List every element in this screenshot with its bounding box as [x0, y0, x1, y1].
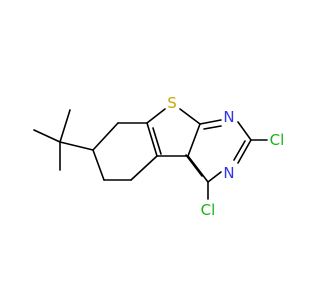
bond-thiophene-s-c7a [179, 108, 201, 125]
bond-pyrimidine-c4-c4a [187, 155, 209, 183]
bond-ring-c8a-c4b [146, 122, 158, 157]
chlorine-atom-label-right: Cl [270, 131, 285, 149]
bond-ring-c8a-c4b-double [152, 127, 162, 155]
nitrogen-atom-label-2: N [223, 164, 234, 182]
bond-tbu-methyl-left [33, 129, 61, 143]
bond-pyrimidine-c4-c4a-double [185, 154, 203, 177]
bond-pyrimidine-n1-c2 [237, 121, 252, 141]
bond-thiophene-c7a-c4a [187, 123, 201, 157]
bond-ring-c4b-c5 [130, 155, 158, 181]
atom-labels: S N N Cl Cl [167, 94, 284, 219]
bond-pyrimidine-c7a-n1-double [203, 125, 222, 130]
bond-tbu-to-ring [59, 141, 94, 151]
bonds [33, 108, 268, 200]
nitrogen-atom-label-1: N [223, 108, 234, 126]
bond-thiophene-c8a-s [146, 108, 166, 124]
bond-pyrimidine-c7a-n1 [199, 119, 222, 125]
bond-pyrimidine-n3-c4 [207, 171, 222, 183]
bond-pyrimidine-c2-n3-double [233, 140, 246, 161]
bond-pyrimidine-c2-n3 [237, 139, 252, 164]
structure-canvas: S N N Cl Cl [33, 94, 284, 219]
bond-ring-c6-c7 [92, 149, 105, 181]
sulfur-atom-label: S [167, 94, 177, 112]
bond-tbu-methyl-top [59, 109, 71, 143]
bond-ring-c7-c8 [92, 122, 119, 151]
chlorine-atom-label-bottom: Cl [201, 201, 216, 219]
molecule-drawing: S N N Cl Cl [33, 94, 284, 219]
